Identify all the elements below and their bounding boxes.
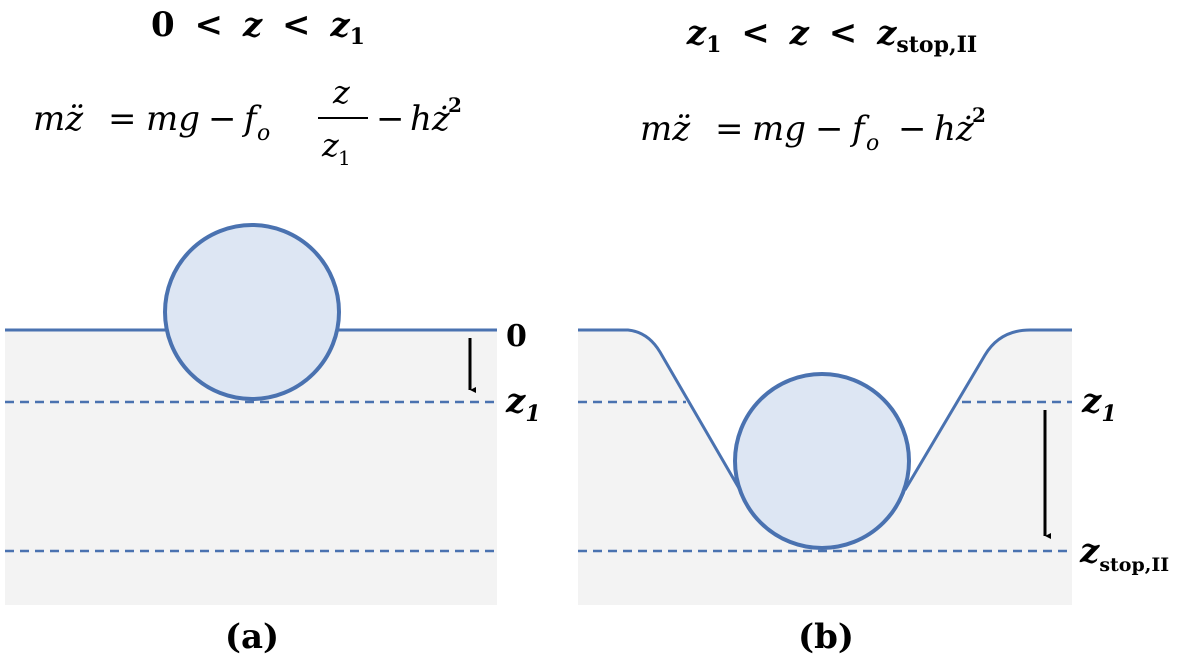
panel-a-label-z1: z1 [505,381,541,427]
panel-b-caption: (b) [798,617,854,657]
panel-a-label-zero: 0 [506,319,527,354]
panel-b-title: z1 < z < zstop,II [686,13,977,61]
panel-a-caption: (a) [225,617,279,657]
panel-b-ball [733,372,911,550]
panel-b-crater-outline [578,328,1072,491]
svg-text:2: 2 [448,93,462,117]
svg-text:mg: mg [752,109,806,149]
panel-b-label-z1: z1 [1081,381,1117,427]
panel-b: z1 < z < zstop,II mz̈ = mg − f o − hż 2 [578,13,1169,657]
svg-text:mz̈: mz̈ [33,99,84,139]
panel-a-equation: mz̈ = mg − f o z z 1 − hż 2 [33,73,462,170]
svg-text:2: 2 [972,103,986,127]
panel-a-ball [163,223,341,401]
svg-text:o: o [866,131,879,156]
svg-text:1: 1 [338,146,351,170]
panel-b-equation: mz̈ = mg − f o − hż 2 [640,103,986,156]
svg-text:−: − [376,99,405,139]
svg-text:=: = [715,109,744,149]
svg-text:−: − [208,99,237,139]
svg-text:z: z [321,126,340,164]
panel-a: 0 < z < z1 mz̈ = mg − f o z z 1 − hż 2 [5,5,541,657]
svg-text:mg: mg [146,99,200,139]
svg-text:hż: hż [410,99,451,139]
svg-text:hż: hż [934,109,975,149]
svg-text:o: o [257,121,270,146]
svg-text:−: − [815,109,844,149]
svg-text:=: = [108,99,137,139]
panel-a-title: 0 < z < z1 [151,5,365,50]
panel-b-label-zstop: zstop,II [1079,531,1169,576]
svg-text:z: z [332,73,351,111]
svg-text:mz̈: mz̈ [640,109,691,149]
svg-text:−: − [898,109,927,149]
panel-b-medium [578,330,1072,605]
